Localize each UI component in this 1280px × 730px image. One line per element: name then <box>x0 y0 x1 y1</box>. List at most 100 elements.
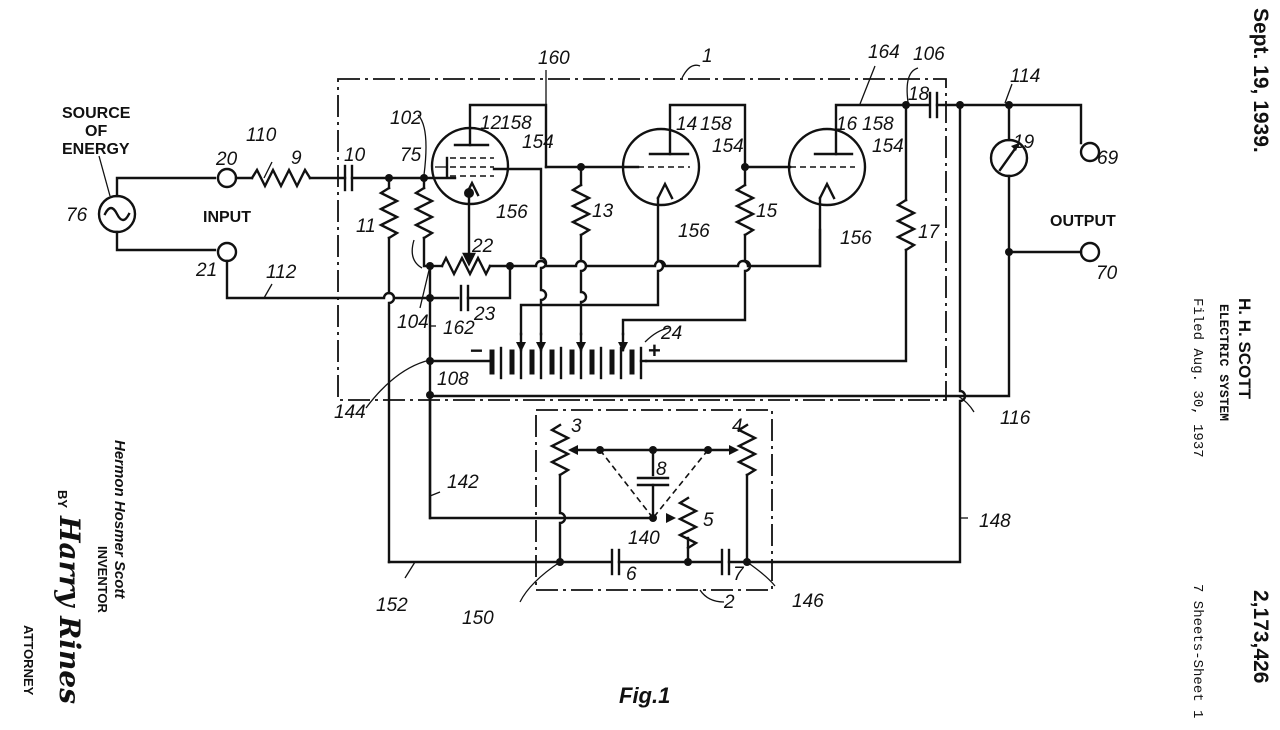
ref-69: 69 <box>1097 148 1119 169</box>
ref-156-c: 156 <box>840 228 872 249</box>
patent-number: 2,173,426 <box>1249 590 1272 684</box>
ref-10: 10 <box>344 145 366 166</box>
battery-plus: + <box>648 338 661 363</box>
ref-164: 164 <box>868 42 900 63</box>
output-label: OUTPUT <box>1050 213 1116 230</box>
ref-158-b: 158 <box>700 114 732 135</box>
ref-2: 2 <box>723 592 735 613</box>
source-lead-bottom <box>115 230 217 252</box>
ref-112: 112 <box>266 262 297 283</box>
ref-17: 17 <box>918 222 941 243</box>
source-label-1: SOURCE <box>62 105 131 122</box>
ref-19: 19 <box>1013 132 1035 153</box>
ac-source-icon <box>97 194 137 234</box>
source-lead-top <box>115 176 217 198</box>
ref-8: 8 <box>656 459 667 480</box>
ref-104: 104 <box>397 312 429 333</box>
terminal-69 <box>1079 141 1101 163</box>
source-label-2: OF <box>85 123 107 140</box>
ref-140: 140 <box>628 528 660 549</box>
ref-18: 18 <box>908 84 930 105</box>
battery-minus: − <box>470 338 483 363</box>
ref-13: 13 <box>592 201 614 222</box>
ref-102: 102 <box>390 108 422 129</box>
inventor-short: H. H. SCOTT <box>1235 298 1254 400</box>
patent-date: Sept. 19, 1939. <box>1249 8 1272 153</box>
resistor-22 <box>440 255 492 277</box>
vacuum-tube-16 <box>787 127 867 207</box>
amplifier-enclosure-1 <box>337 78 947 401</box>
ref-23: 23 <box>473 304 496 325</box>
resistor-13 <box>570 183 592 237</box>
ref-152: 152 <box>376 595 408 616</box>
ref-6: 6 <box>626 564 637 585</box>
ref-1: 1 <box>702 46 713 67</box>
ref-9: 9 <box>291 148 302 169</box>
filed-date: Filed Aug. 30, 1937 <box>1189 298 1205 458</box>
ref-16: 16 <box>836 114 858 135</box>
ref-162: 162 <box>443 318 475 339</box>
ref-154-a: 154 <box>522 132 554 153</box>
resistor-4 <box>736 423 758 477</box>
ref-148: 148 <box>979 511 1011 532</box>
ref-7: 7 <box>733 564 745 585</box>
screen-lead <box>492 167 548 336</box>
ref-106: 106 <box>913 44 945 65</box>
resistor-11 <box>378 186 400 240</box>
terminal-70 <box>1079 241 1101 263</box>
ref-24: 24 <box>660 323 682 344</box>
ref-11: 11 <box>356 216 376 237</box>
resistor-17 <box>895 198 917 252</box>
ref-3: 3 <box>571 416 582 437</box>
ref-116: 116 <box>1000 408 1031 429</box>
ref-154-b: 154 <box>712 136 744 157</box>
ref-70: 70 <box>1096 263 1118 284</box>
ref-15: 15 <box>756 201 778 222</box>
ref-14: 14 <box>676 114 697 135</box>
ref-75: 75 <box>400 145 422 166</box>
ref-22: 22 <box>471 236 494 257</box>
resistor-5 <box>677 496 699 550</box>
battery-24 <box>428 346 648 380</box>
ref-21: 21 <box>195 260 217 281</box>
attorney-signature: Harry Rines <box>53 516 86 704</box>
resistor-9 <box>250 167 312 189</box>
terminal-20 <box>216 167 238 189</box>
ref-156-a: 156 <box>496 202 528 223</box>
leader-source <box>98 155 111 197</box>
ref-146: 146 <box>792 591 824 612</box>
ref-144: 144 <box>334 402 366 423</box>
source-label-3: ENERGY <box>62 141 130 158</box>
ref-154-c: 154 <box>872 136 904 157</box>
ref-142: 142 <box>447 472 479 493</box>
ref-158-a: 158 <box>500 113 532 134</box>
inventor-name: Hermon Hosmer Scott <box>111 440 128 599</box>
ref-114: 114 <box>1010 66 1040 87</box>
ref-160: 160 <box>538 48 570 69</box>
ref-110: 110 <box>246 125 277 146</box>
ref-150: 150 <box>462 608 494 629</box>
ref-4: 4 <box>732 416 743 437</box>
resistor-15 <box>734 183 756 237</box>
patent-title: ELECTRIC SYSTEM <box>1216 304 1231 422</box>
ref-158-c: 158 <box>862 114 894 135</box>
ref-108: 108 <box>437 369 469 390</box>
ref-76: 76 <box>66 205 88 226</box>
network-enclosure-2 <box>535 409 773 591</box>
inventor-role: INVENTOR <box>95 546 110 613</box>
input-label: INPUT <box>203 209 251 226</box>
lead-112 <box>225 259 430 300</box>
cathode-lead-14 <box>539 196 665 307</box>
ref-5: 5 <box>703 510 714 531</box>
resistor-75 <box>413 186 435 240</box>
resistor-3 <box>549 423 571 477</box>
attorney-role: ATTORNEY <box>21 625 36 696</box>
sheet-count: 7 Sheets-Sheet 1 <box>1189 584 1205 719</box>
by-label: BY <box>55 490 70 509</box>
ref-156-b: 156 <box>678 221 710 242</box>
ref-20: 20 <box>215 149 238 170</box>
ref-12: 12 <box>480 113 502 134</box>
figure-caption: Fig.1 <box>619 683 670 708</box>
terminal-21 <box>216 241 238 263</box>
